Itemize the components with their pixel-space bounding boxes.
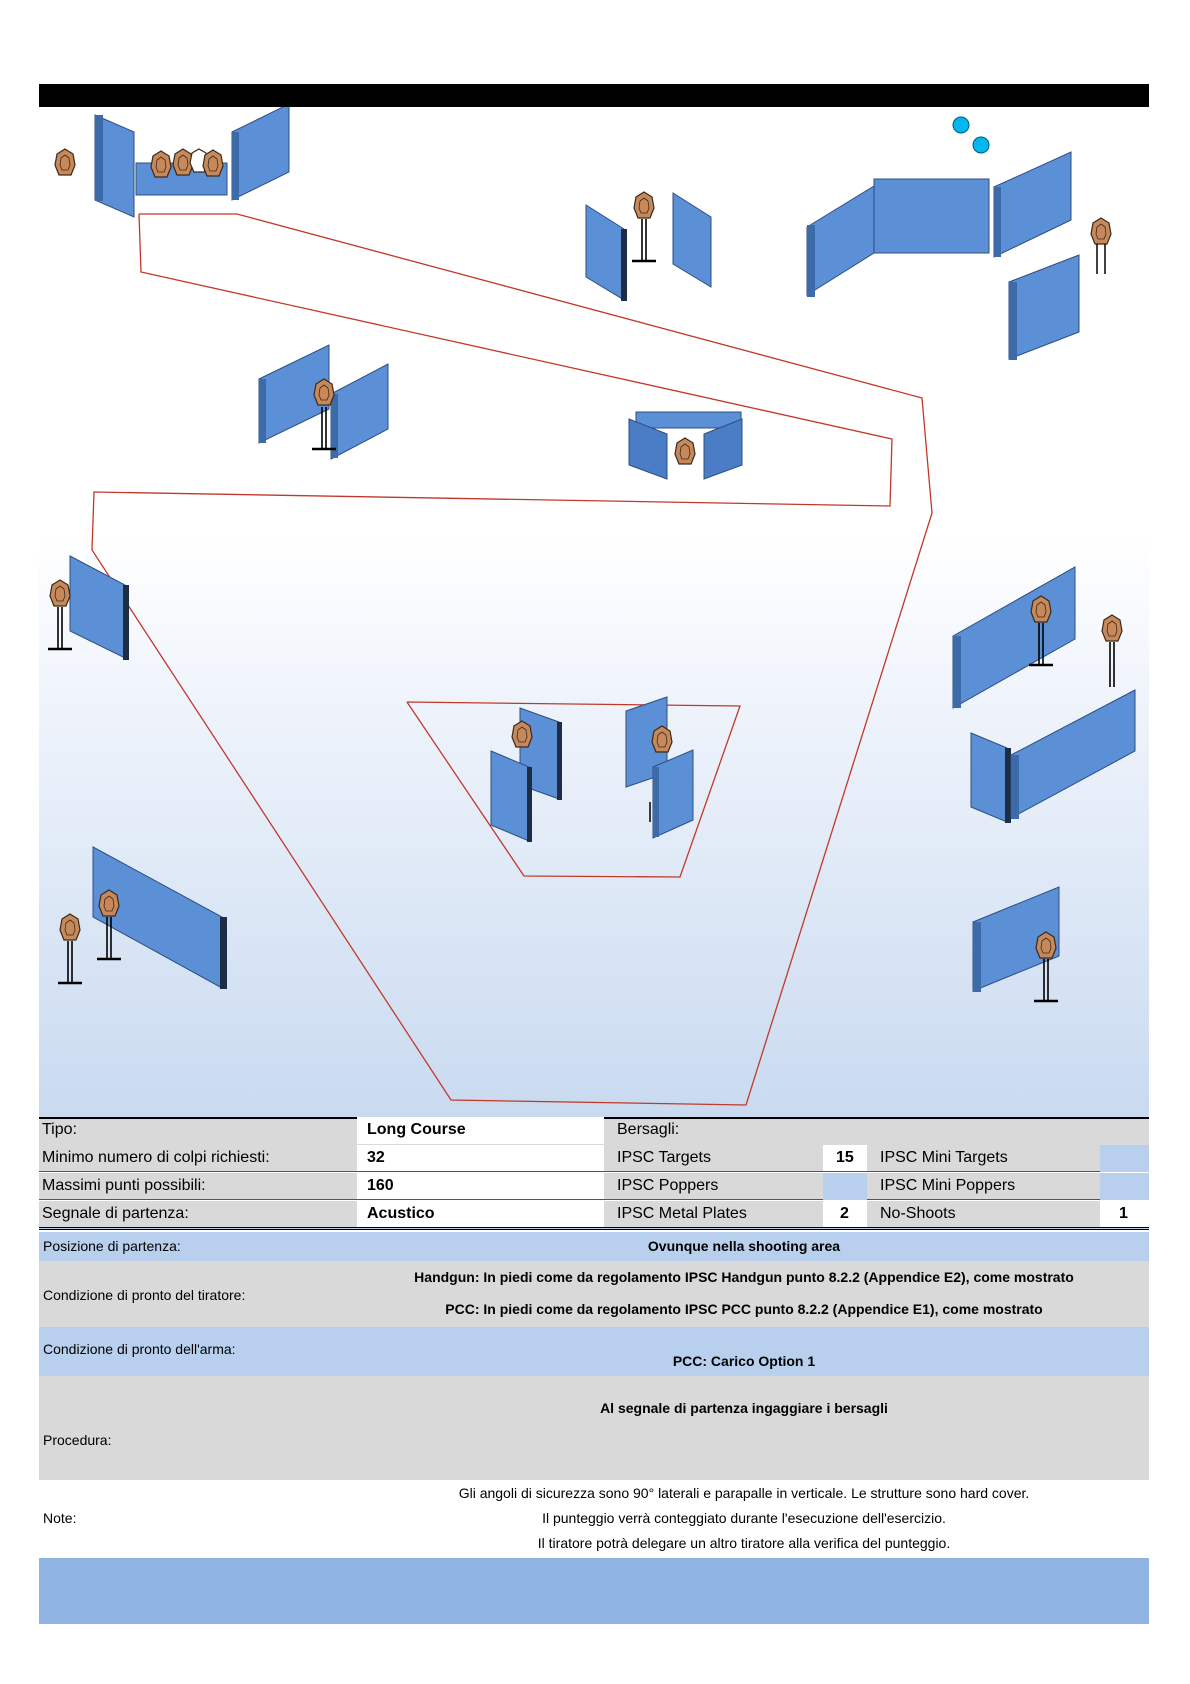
- ipsc-targets: [46, 148, 1123, 1003]
- segnale-value: Acustico: [367, 1205, 435, 1222]
- max-punti-label: Massimi punti possibili:: [42, 1177, 206, 1194]
- procedura-value: Al segnale di partenza ingaggiare i bers…: [600, 1400, 888, 1416]
- condizione-tiratore-row: Condizione di pronto del tiratore: Handg…: [39, 1261, 1149, 1327]
- segnale-label: Segnale di partenza:: [42, 1205, 189, 1222]
- posizione-row: Posizione di partenza: Ovunque nella sho…: [39, 1232, 1149, 1261]
- max-punti-value: 160: [367, 1177, 394, 1194]
- ipsc-poppers-label: IPSC Poppers: [617, 1177, 719, 1194]
- handgun-condition: Handgun: In piedi come da regolamento IP…: [414, 1269, 1074, 1285]
- note-label: Note:: [43, 1510, 77, 1526]
- footer-band: [39, 1558, 1149, 1624]
- ipsc-targets-value: 15: [836, 1149, 854, 1166]
- note-line-2: Il punteggio verrà conteggiato durante l…: [542, 1510, 946, 1526]
- mini-targets-label: IPSC Mini Targets: [880, 1149, 1008, 1166]
- no-shoots-value: 1: [1119, 1205, 1128, 1222]
- pcc-condition: PCC: In piedi come da regolamento IPSC P…: [445, 1301, 1043, 1317]
- note-row: Note: Gli angoli di sicurezza sono 90° l…: [39, 1480, 1149, 1558]
- ipsc-poppers: [952, 116, 990, 154]
- condizione-arma-label: Condizione di pronto dell'arma:: [43, 1341, 236, 1357]
- tipo-label: Tipo:: [42, 1121, 77, 1138]
- min-colpi-label: Minimo numero di colpi richiesti:: [42, 1149, 270, 1166]
- procedura-row: Procedura: Al segnale di partenza ingagg…: [39, 1376, 1149, 1480]
- procedura-label: Procedura:: [43, 1432, 112, 1448]
- condizione-tiratore-label: Condizione di pronto del tiratore:: [43, 1287, 246, 1303]
- walls: [69, 107, 1136, 992]
- note-line-1: Gli angoli di sicurezza sono 90° lateral…: [458, 1485, 1030, 1501]
- mini-poppers-label: IPSC Mini Poppers: [880, 1177, 1016, 1194]
- ipsc-targets-label: IPSC Targets: [617, 1149, 711, 1166]
- stage-diagram: [39, 107, 1149, 1117]
- no-shoots-label: No-Shoots: [880, 1205, 956, 1222]
- posizione-value: Ovunque nella shooting area: [647, 1238, 841, 1254]
- stage-header-bar: [39, 84, 1149, 107]
- note-line-3: Il tiratore potrà delegare un altro tira…: [537, 1535, 951, 1551]
- arma-value: PCC: Carico Option 1: [672, 1353, 816, 1369]
- bersagli-label: Bersagli:: [617, 1121, 680, 1138]
- condizione-arma-row: Condizione di pronto dell'arma: PCC: Car…: [39, 1327, 1149, 1376]
- tipo-value: Long Course: [367, 1121, 466, 1138]
- ipsc-metal-label: IPSC Metal Plates: [617, 1205, 747, 1222]
- min-colpi-value: 32: [367, 1149, 385, 1166]
- ipsc-metal-value: 2: [840, 1205, 849, 1222]
- posizione-label: Posizione di partenza:: [43, 1238, 181, 1254]
- fault-lines: [91, 213, 933, 1106]
- stage-drawing: [46, 107, 1136, 1106]
